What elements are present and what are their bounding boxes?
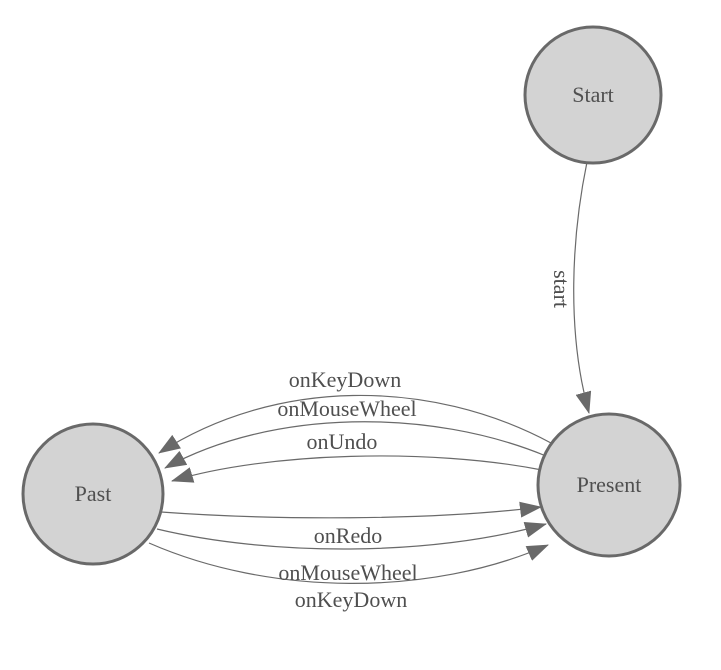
edge-label-onmousewheel-top: onMouseWheel	[277, 396, 416, 421]
node-start	[523, 25, 663, 165]
edge-present-to-past-onkeydown	[158, 394, 552, 454]
edge-label-onredo: onRedo	[314, 523, 382, 548]
edge-start-to-present	[573, 161, 592, 414]
edge-label-onkeydown-top: onKeyDown	[289, 367, 401, 392]
edge-present-to-past-onmousewheel	[164, 421, 547, 469]
edge-label-onkeydown-bottom: onKeyDown	[295, 587, 407, 612]
edge-past-to-present-onredo	[160, 501, 542, 519]
edge-past-to-present-onmousewheel	[156, 522, 547, 550]
node-past	[21, 422, 165, 566]
node-present-label: Present	[577, 472, 642, 497]
edge-past-to-present-onkeydown	[148, 542, 549, 584]
node-present	[536, 412, 682, 558]
edge-label-start: start	[549, 270, 574, 308]
node-start-label: Start	[572, 82, 614, 107]
node-past-label: Past	[75, 481, 112, 506]
edge-present-to-past-onundo	[171, 455, 543, 483]
edge-label-onundo: onUndo	[307, 429, 378, 454]
edge-label-onmousewheel-bottom: onMouseWheel	[278, 560, 417, 585]
